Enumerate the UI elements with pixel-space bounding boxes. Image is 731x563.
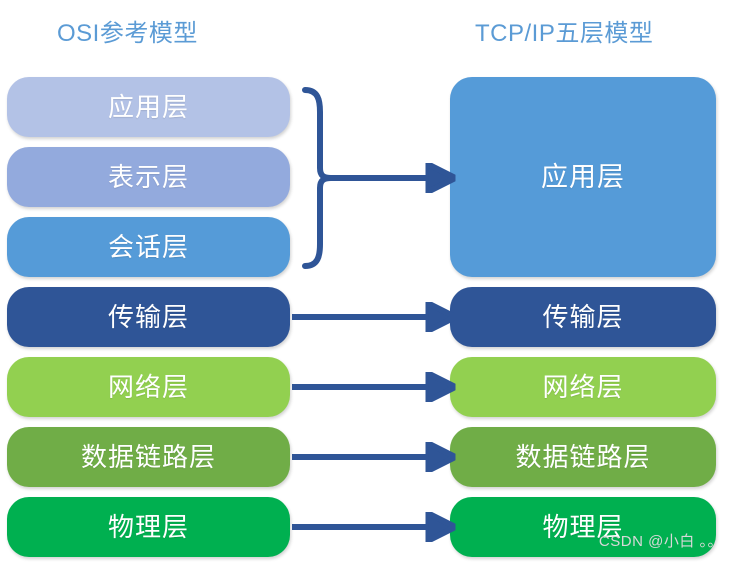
csdn-watermark: CSDN @小白 。。 <box>598 533 723 550</box>
layer-label: 表示层 <box>107 162 189 192</box>
osi-layer-session[interactable]: 会话层 <box>7 217 290 277</box>
layer-label: 网络层 <box>542 372 624 402</box>
layer-label: 应用层 <box>541 161 625 192</box>
osi-layer-data-link[interactable]: 数据链路层 <box>7 427 290 487</box>
tcpip-column-title: TCP/IP五层模型 <box>475 20 654 47</box>
tcpip-layer-data-link[interactable]: 数据链路层 <box>450 427 716 487</box>
layer-label: 物理层 <box>107 512 189 542</box>
tcpip-layer-transport[interactable]: 传输层 <box>450 287 716 347</box>
osi-layer-application[interactable]: 应用层 <box>7 77 290 137</box>
group-brace-icon <box>302 87 334 269</box>
layer-label: 传输层 <box>542 302 624 332</box>
layer-label: 数据链路层 <box>80 442 216 472</box>
layer-label: 传输层 <box>107 302 189 332</box>
layer-label: 数据链路层 <box>515 442 651 472</box>
osi-layer-transport[interactable]: 传输层 <box>7 287 290 347</box>
tcpip-layer-network[interactable]: 网络层 <box>450 357 716 417</box>
layer-label: 会话层 <box>107 232 189 262</box>
layer-label: 应用层 <box>107 92 189 122</box>
osi-layer-physical[interactable]: 物理层 <box>7 497 290 557</box>
layer-label: 物理层 <box>542 512 624 542</box>
layer-label: 网络层 <box>107 372 189 402</box>
tcpip-layer-application[interactable]: 应用层 <box>450 77 716 277</box>
osi-layer-presentation[interactable]: 表示层 <box>7 147 290 207</box>
osi-layer-network[interactable]: 网络层 <box>7 357 290 417</box>
tcpip-layer-physical[interactable]: 物理层 <box>450 497 716 557</box>
osi-column-title: OSI参考模型 <box>57 20 198 47</box>
